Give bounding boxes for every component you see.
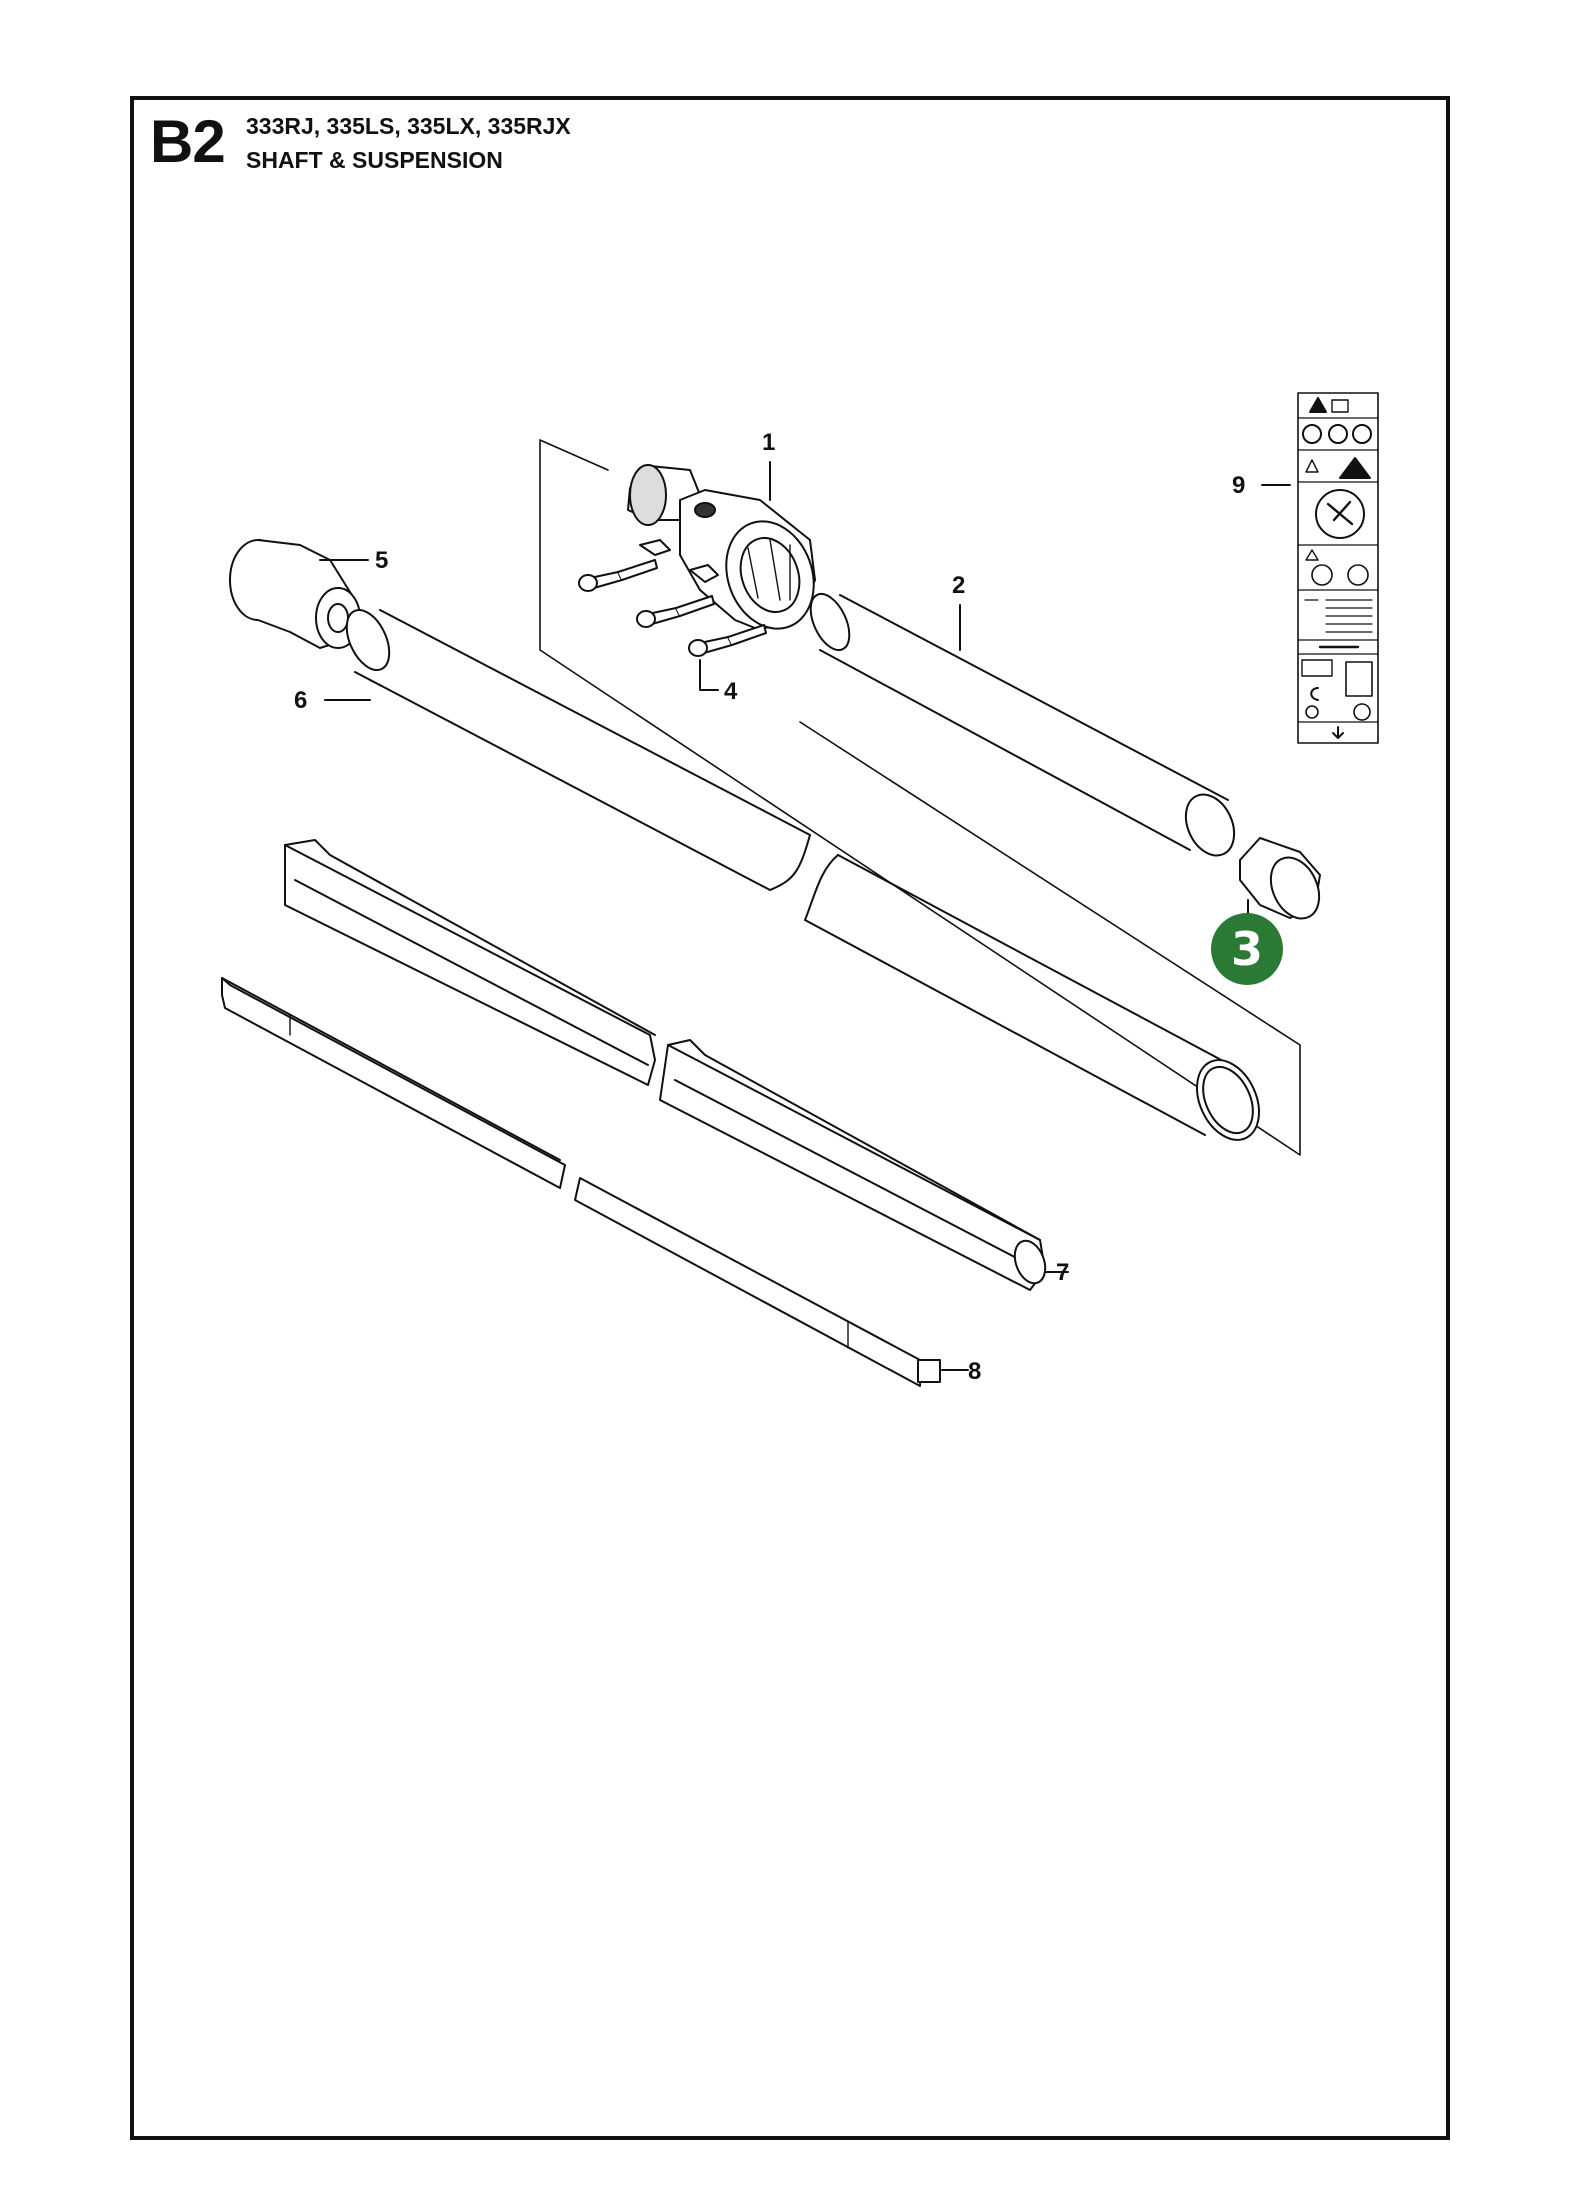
- section-code: B2: [150, 108, 226, 175]
- part-1-clamp[interactable]: [627, 464, 828, 641]
- assembly-plane: [539, 439, 1301, 1156]
- callout-9: 9: [1232, 472, 1245, 499]
- callout-4: 4: [724, 678, 738, 705]
- callout-6: 6: [294, 687, 307, 714]
- assembly-plane-top: [539, 439, 609, 471]
- part-9-warning-decal[interactable]: [1297, 392, 1379, 744]
- page-frame: [130, 96, 1450, 2140]
- part-3-sleeve[interactable]: [1239, 837, 1328, 926]
- part-6-shaft-tube[interactable]: [338, 603, 1271, 1150]
- part-2-tube[interactable]: [803, 588, 1244, 863]
- section-title: SHAFT & SUSPENSION: [246, 147, 503, 173]
- model-list: 333RJ, 335LS, 335LX, 335RJX: [246, 113, 571, 139]
- callout-5: 5: [375, 547, 388, 574]
- callout-8: 8: [968, 1358, 981, 1385]
- leader-4: [699, 659, 719, 691]
- callout-2: 2: [952, 572, 965, 599]
- part-7-liner[interactable]: [284, 839, 1051, 1291]
- part-8-driveshaft[interactable]: [221, 977, 941, 1387]
- callout-7: 7: [1056, 1259, 1069, 1286]
- callout-1: 1: [762, 429, 775, 456]
- part-4-screws[interactable]: [578, 559, 767, 657]
- callout-3-highlight-badge[interactable]: 3: [1211, 913, 1283, 985]
- part-5-bushing[interactable]: [229, 539, 361, 649]
